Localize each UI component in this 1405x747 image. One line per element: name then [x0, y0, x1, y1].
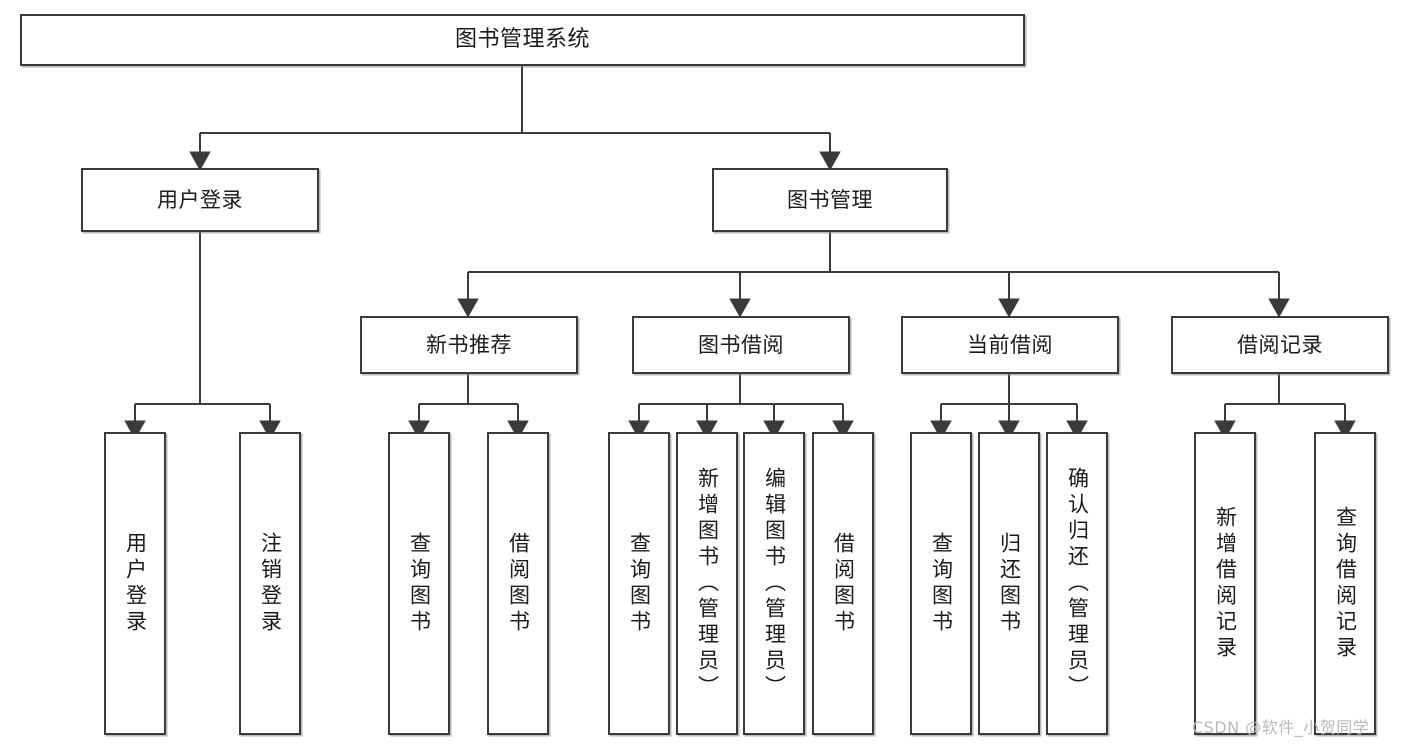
node-label: 借阅图书	[506, 531, 531, 636]
node-label: 查询图书	[407, 531, 432, 636]
node-label: 当前借阅	[967, 332, 1053, 357]
node-label: 查询图书	[929, 531, 954, 636]
node-label: 编辑图书（管理员）	[762, 466, 787, 701]
node-label: 图书借阅	[698, 332, 784, 357]
node-label: 确认归还（管理员）	[1065, 466, 1090, 701]
node-label: 归还图书	[997, 531, 1022, 636]
node-label: 借阅图书	[831, 531, 856, 636]
node-book-borrow[interactable]: 图书借阅	[632, 316, 850, 374]
leaf-user-logout[interactable]: 注销登录	[239, 432, 301, 735]
leaf-query-book-1[interactable]: 查询图书	[388, 432, 450, 735]
leaf-query-book-3[interactable]: 查询图书	[910, 432, 972, 735]
node-current-borrow[interactable]: 当前借阅	[901, 316, 1119, 374]
node-label: 图书管理系统	[454, 27, 590, 53]
leaf-add-borrow-record[interactable]: 新增借阅记录	[1194, 432, 1256, 735]
node-label: 查询借阅记录	[1333, 505, 1358, 662]
leaf-borrow-book-2[interactable]: 借阅图书	[812, 432, 874, 735]
node-root-book-management-system[interactable]: 图书管理系统	[20, 14, 1025, 66]
leaf-query-borrow-record[interactable]: 查询借阅记录	[1314, 432, 1376, 735]
node-label: 用户登录	[157, 187, 243, 212]
leaf-query-book-2[interactable]: 查询图书	[608, 432, 670, 735]
node-label: 新增借阅记录	[1213, 505, 1238, 662]
node-label: 注销登录	[258, 531, 283, 636]
node-label: 图书管理	[787, 187, 873, 212]
node-user-login[interactable]: 用户登录	[81, 168, 319, 232]
node-label: 新书推荐	[426, 332, 512, 357]
node-borrow-record[interactable]: 借阅记录	[1171, 316, 1389, 374]
node-label: 新增图书（管理员）	[695, 466, 720, 701]
node-new-book-recommend[interactable]: 新书推荐	[360, 316, 578, 374]
node-label: 借阅记录	[1237, 332, 1323, 357]
node-label: 查询图书	[627, 531, 652, 636]
leaf-add-book[interactable]: 新增图书（管理员）	[676, 432, 738, 735]
leaf-return-book[interactable]: 归还图书	[978, 432, 1040, 735]
node-label: 用户登录	[123, 531, 148, 636]
node-book-manage[interactable]: 图书管理	[712, 168, 948, 232]
leaf-edit-book[interactable]: 编辑图书（管理员）	[743, 432, 805, 735]
leaf-user-login[interactable]: 用户登录	[104, 432, 166, 735]
leaf-confirm-return[interactable]: 确认归还（管理员）	[1046, 432, 1108, 735]
leaf-borrow-book-1[interactable]: 借阅图书	[487, 432, 549, 735]
